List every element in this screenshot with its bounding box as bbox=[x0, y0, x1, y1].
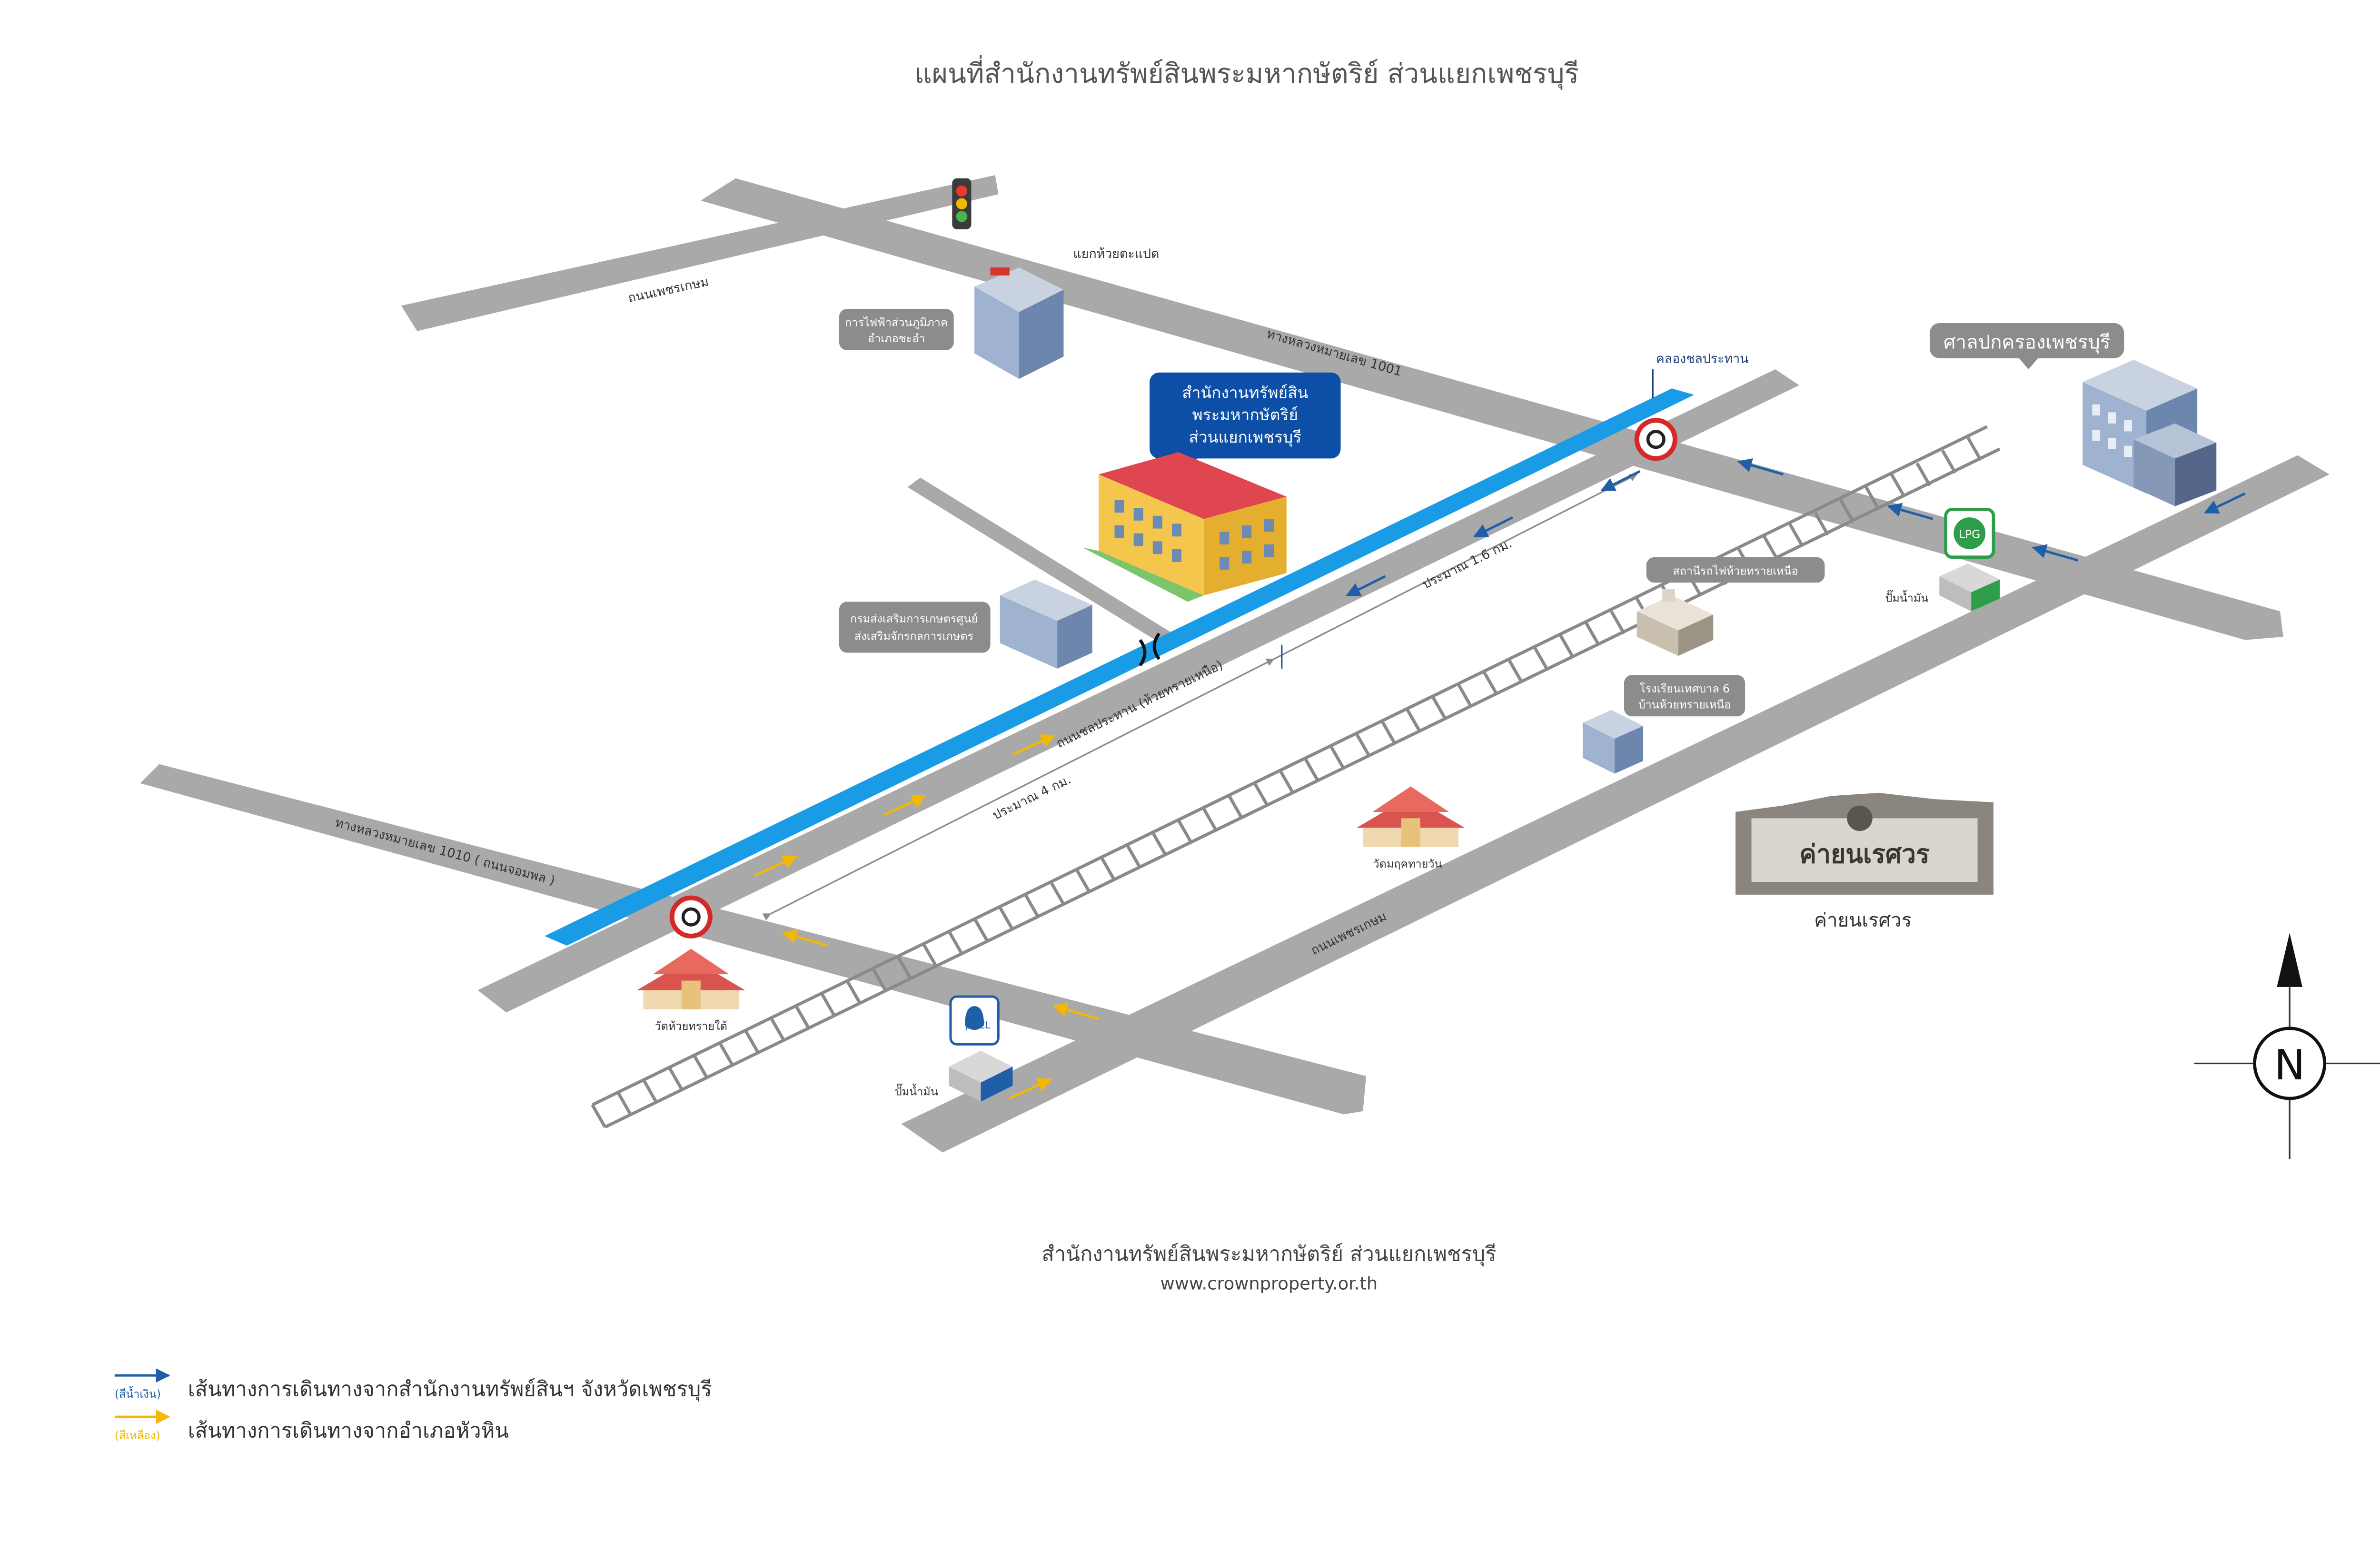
station-building-icon bbox=[1636, 589, 1714, 656]
roundabout-icon bbox=[669, 895, 713, 938]
label-intersection: แยกห้วยตะแปด bbox=[1073, 247, 1160, 261]
label-pea-line1: การไฟฟ้าส่วนภูมิภาค bbox=[845, 316, 948, 330]
ptt-logo-icon bbox=[949, 995, 1000, 1046]
map-title: แผนที่สำนักงานทรัพย์สินพระมหากษัตริย์ ส่… bbox=[914, 55, 1579, 90]
label-box-agri bbox=[839, 602, 991, 653]
compass-north-label: N bbox=[2274, 1041, 2305, 1089]
legend: (สีน้ำเงิน) เส้นทางการเดินทางจากสำนักงาน… bbox=[114, 1368, 712, 1443]
legend-blue-tag: (สีน้ำเงิน) bbox=[115, 1386, 161, 1401]
office-callout-line1: สำนักงานทรัพย์สิน bbox=[1182, 383, 1308, 402]
road-highway-1010 bbox=[140, 764, 1367, 1115]
blue-route-arrows bbox=[1346, 458, 2246, 597]
traffic-light-icon bbox=[952, 178, 972, 229]
bridge-icon bbox=[1139, 632, 1160, 667]
office-callout-line3: ส่วนแยกเพชรบุรี bbox=[1189, 428, 1301, 447]
label-camp: ค่ายนเรศวร bbox=[1814, 909, 1912, 931]
office-building-icon bbox=[1082, 452, 1287, 602]
gas-station-icon bbox=[949, 1050, 1013, 1102]
label-highway-1010: ทางหลวงหมายเลข 1010 ( ถนนจอมพล ) bbox=[334, 815, 557, 888]
label-gas-station-top: ปั๊มน้ำมัน bbox=[1885, 590, 1929, 604]
label-box-court bbox=[1930, 323, 2124, 358]
ptt-logo-text: pttCL bbox=[965, 1019, 991, 1031]
distance-markers bbox=[762, 474, 1638, 921]
legend-blue-text: เส้นทางการเดินทางจากสำนักงานทรัพย์สินฯ จ… bbox=[188, 1378, 712, 1402]
label-school-line1: โรงเรียนเทศบาล 6 bbox=[1639, 682, 1730, 695]
legend-yellow-tag: (สีเหลือง) bbox=[115, 1429, 160, 1442]
roundabout-icon bbox=[1634, 418, 1677, 461]
label-school-line2: บ้านห้วยทรายเหนือ bbox=[1638, 698, 1731, 711]
label-gas-station-bottom: ปั๊มน้ำมัน bbox=[895, 1083, 938, 1098]
footer-org: สำนักงานทรัพย์สินพระมหากษัตริย์ ส่วนแยกเ… bbox=[1041, 1242, 1496, 1266]
roads bbox=[140, 175, 2330, 1153]
temple-icon bbox=[637, 948, 745, 1009]
footer-url: www.crownproperty.or.th bbox=[1160, 1273, 1378, 1294]
label-agri-line1: กรมส่งเสริมการเกษตรศูนย์ bbox=[850, 612, 978, 626]
label-box-pea bbox=[839, 308, 954, 350]
label-temple-left: วัดห้วยทรายใต้ bbox=[655, 1019, 727, 1033]
label-station: สถานีรถไฟห้วยทรายเหนือ bbox=[1673, 564, 1798, 578]
office-callout-line2: พระมหากษัตริย์ bbox=[1192, 405, 1298, 424]
label-temple-mid: วัดมฤคทายวัน bbox=[1373, 857, 1442, 870]
label-box-station bbox=[1646, 557, 1825, 583]
yellow-route-arrows bbox=[754, 734, 1099, 1100]
agri-building-icon bbox=[1000, 579, 1092, 669]
road-side-street bbox=[907, 477, 1179, 647]
court-building-icon bbox=[2082, 359, 2217, 506]
railway bbox=[591, 425, 2001, 1129]
road-phetkasem-bottom bbox=[901, 455, 2330, 1153]
road-highway-1001 bbox=[700, 178, 2283, 640]
camp-sign-text: ค่ายนเรศวร bbox=[1799, 839, 1930, 869]
camp-sign-icon bbox=[1735, 792, 1993, 895]
distance-4km: ประมาณ 4 กม. bbox=[990, 772, 1073, 823]
pea-building-icon bbox=[974, 267, 1064, 379]
temple-icon bbox=[1356, 786, 1465, 847]
label-canal: คลองชลประทาน bbox=[1656, 352, 1749, 366]
court-pointer bbox=[2019, 358, 2038, 370]
school-building-icon bbox=[1582, 710, 1644, 774]
lpg-logo-text: LPG bbox=[1959, 528, 1980, 541]
compass-icon bbox=[2194, 933, 2380, 1159]
label-court: ศาลปกครองเพชรบุรี bbox=[1944, 332, 2110, 354]
gas-station-icon bbox=[1939, 563, 2000, 612]
label-pea-line2: อำเภอชะอำ bbox=[868, 332, 925, 345]
label-agri-line2: ส่งเสริมจักรกลการเกษตร bbox=[854, 630, 973, 643]
label-phetkasem-top: ถนนเพชรเกษม bbox=[626, 274, 710, 306]
legend-yellow-text: เส้นทางการเดินทางจากอำเภอหัวหิน bbox=[188, 1419, 509, 1443]
label-box-school bbox=[1624, 675, 1745, 717]
lpg-logo-icon bbox=[1944, 508, 1995, 559]
